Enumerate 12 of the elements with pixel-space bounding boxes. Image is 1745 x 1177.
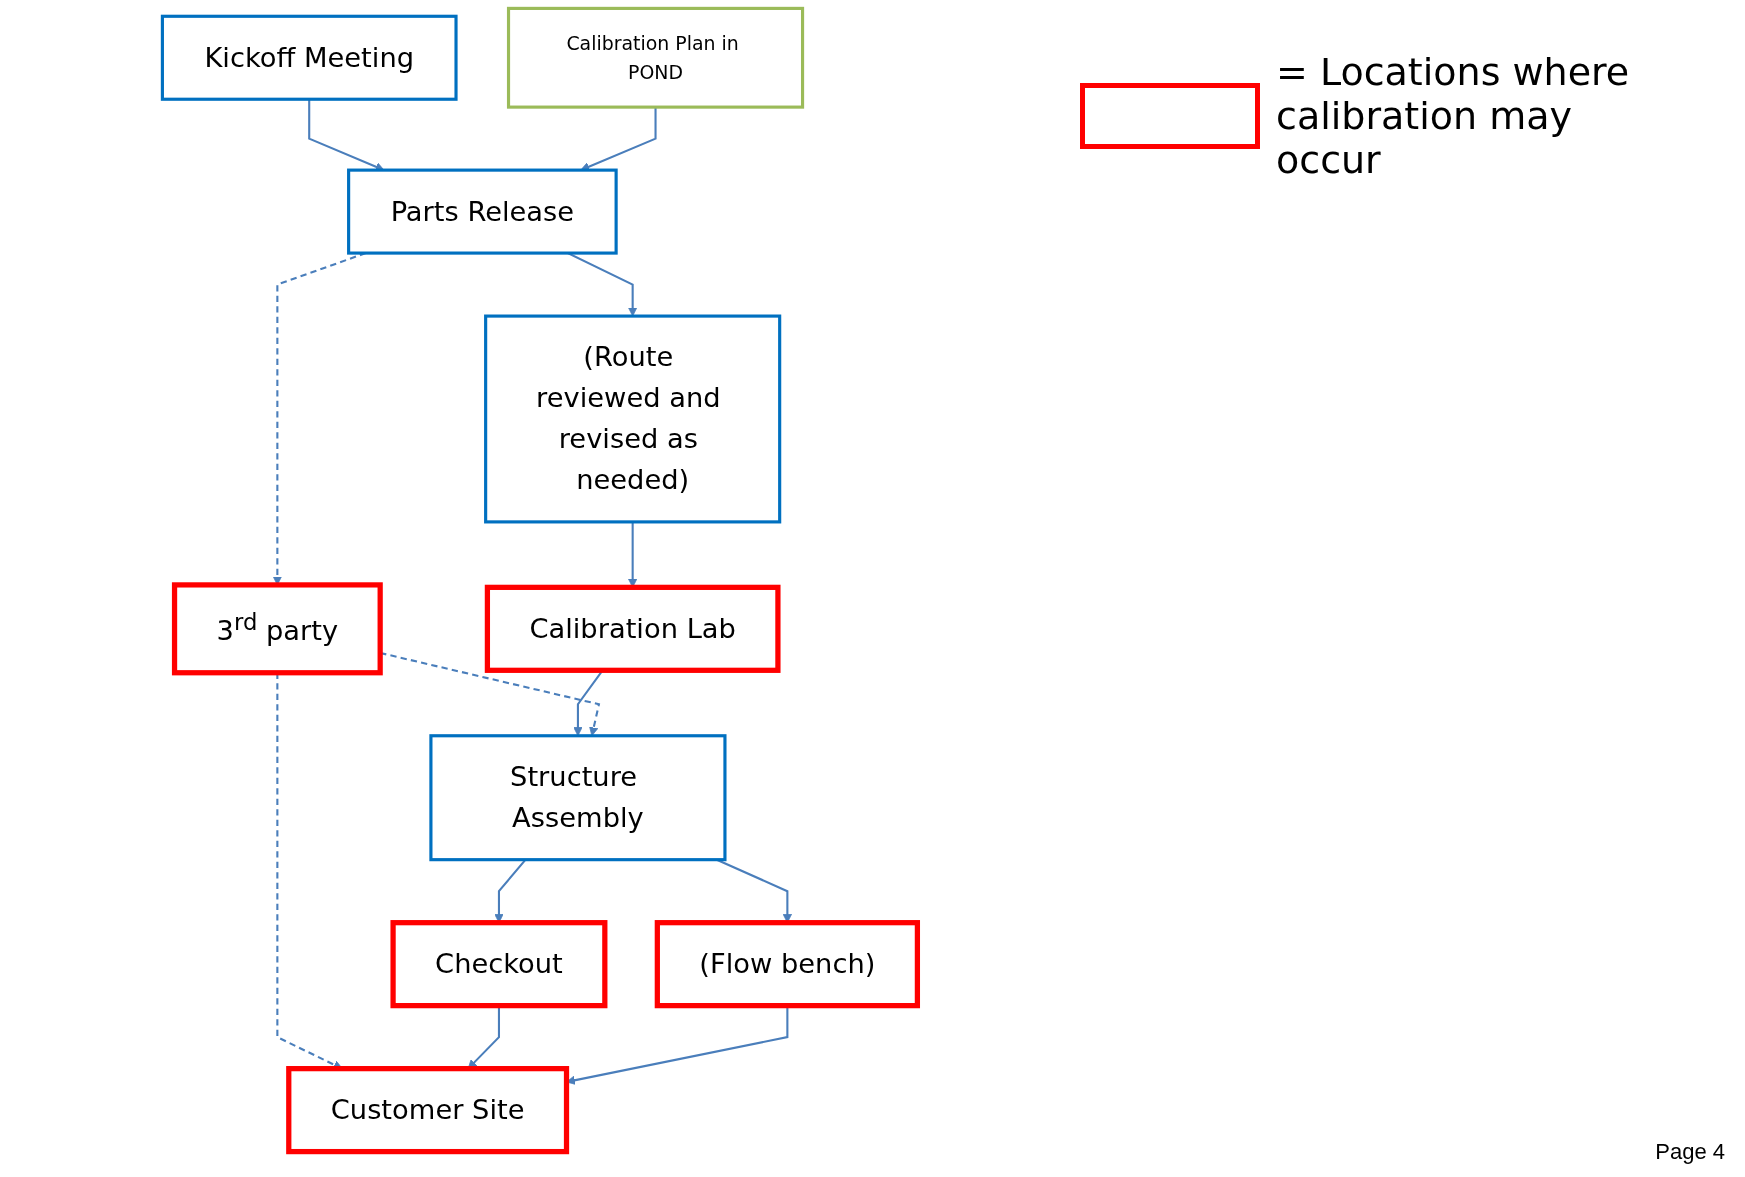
node-box: Structure Assembly: [429, 734, 727, 862]
node-box: Customer Site: [286, 1066, 570, 1155]
node-box: Calibration Plan in POND: [507, 6, 805, 109]
node-box: Checkout: [390, 920, 608, 1009]
node-box: Kickoff Meeting: [160, 14, 458, 101]
node-box: Parts Release: [347, 168, 618, 255]
node-box: (Route reviewed and revised as needed): [484, 314, 782, 524]
page-number: Page 4: [1655, 1139, 1725, 1165]
node-box: (Flow bench): [654, 920, 921, 1009]
node-box: Calibration Lab: [484, 584, 781, 673]
legend-text: = Locations where calibration may occur: [1276, 50, 1631, 182]
node-box: 3$^{rd}$ party: [172, 582, 383, 676]
